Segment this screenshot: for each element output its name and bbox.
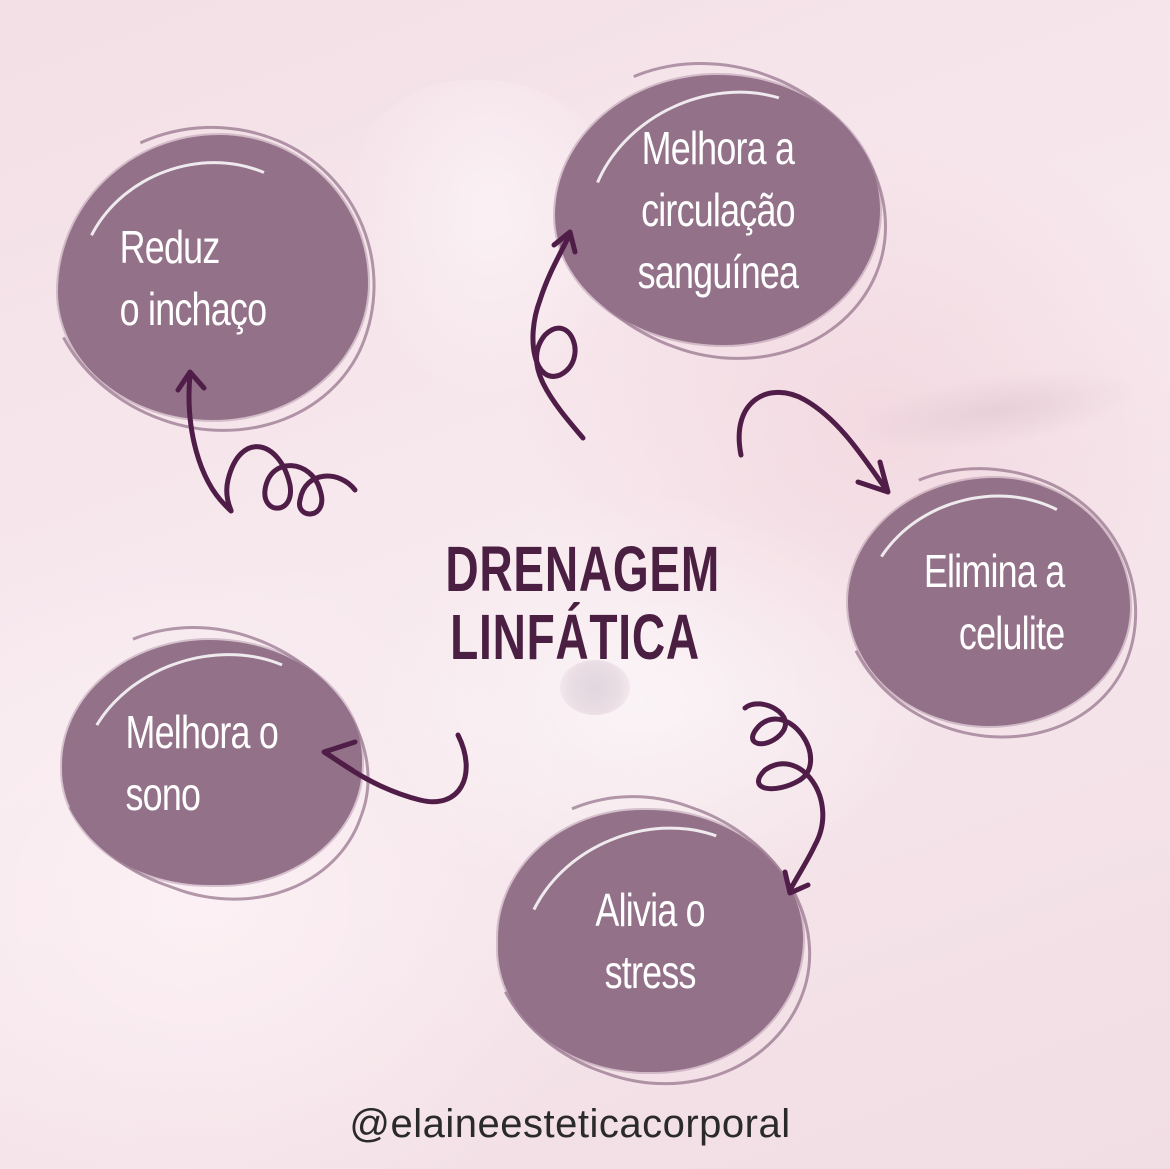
arrow-icon — [175, 369, 358, 517]
benefit-label: Elimina a celulite — [923, 545, 1065, 659]
benefit-bubble-circulacao: Melhora a circulação sanguínea — [505, 14, 930, 406]
benefit-label: Melhora a circulação sanguínea — [637, 122, 798, 298]
benefit-bubble-celulite: Elimina a celulite — [801, 424, 1170, 780]
benefit-label: Melhora o sono — [125, 705, 279, 820]
benefit-bubble-sono: Melhora o sono — [16, 583, 408, 942]
benefit-label: Alivia o stress — [595, 884, 706, 998]
arrow-icon — [736, 389, 891, 495]
page-title: DRENAGEM LINFÁTICA — [445, 533, 720, 673]
arrow-icon — [530, 229, 586, 441]
background-eye — [560, 660, 630, 715]
benefit-bubble-stress: Alivia o stress — [449, 752, 852, 1130]
arrow-icon — [321, 732, 469, 805]
arrow-icon — [742, 701, 826, 896]
social-handle: @elaineesteticacorporal — [349, 1102, 791, 1146]
benefit-bubble-reduz: Reduz o inchaço — [5, 77, 421, 478]
benefit-label: Reduz o inchaço — [119, 220, 267, 335]
